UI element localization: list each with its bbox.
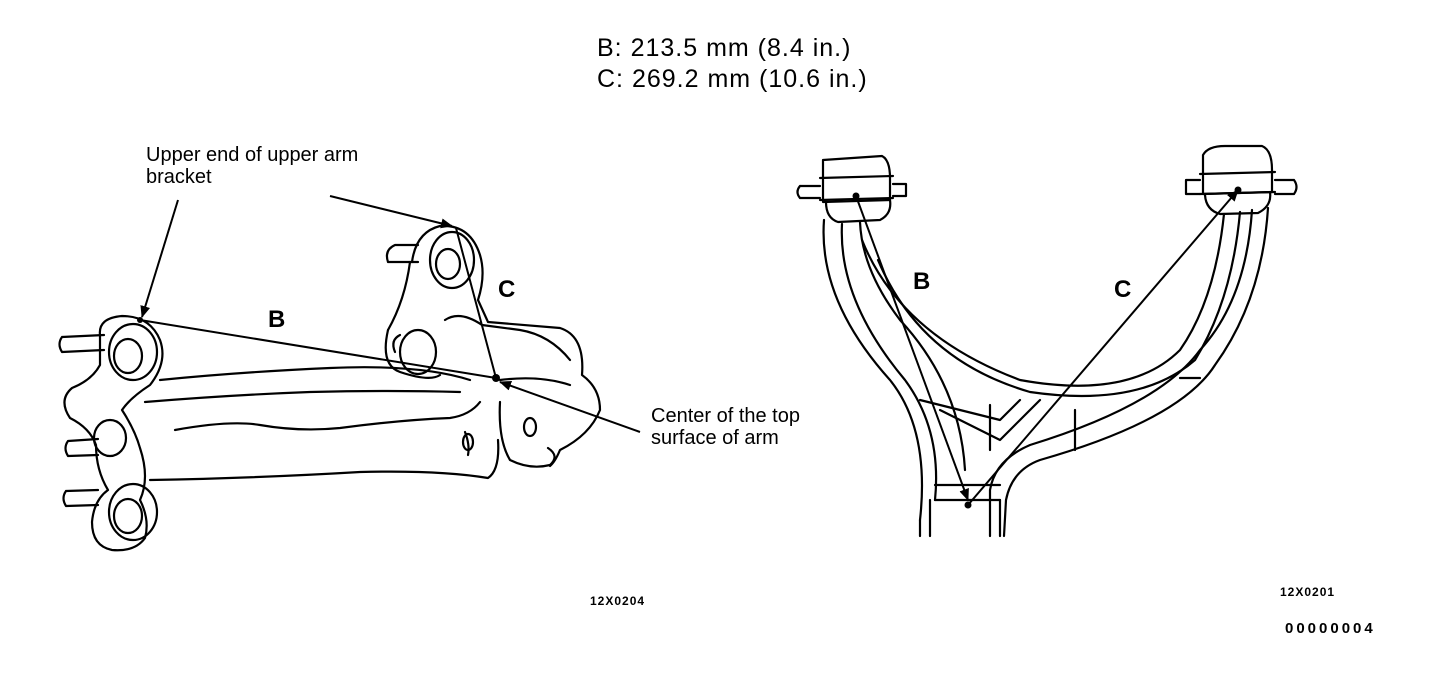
right-figure-code: 12X0201 [1280,585,1336,599]
left-dimension-lines [139,195,641,433]
right-right-pivot-point [1234,186,1242,194]
left-figure-code: 12X0204 [590,594,646,608]
left-label-b: B [268,306,286,333]
left-center-point [492,374,500,382]
left-label-c: C [498,276,516,303]
callout-center-top: Center of the top surface of arm [651,405,800,449]
right-label-b: B [913,268,931,295]
spec-b: B: 213.5 mm (8.4 in.) [597,34,852,62]
document-code: 00000004 [1285,620,1376,637]
left-bracket-point [137,317,143,323]
right-upper-arm-drawing [796,144,1298,538]
spec-c: C: 269.2 mm (10.6 in.) [597,65,868,93]
right-label-c: C [1114,276,1132,303]
right-left-pivot-point [852,192,860,200]
right-dimension-lines [855,189,1239,506]
callout-upper-end: Upper end of upper arm bracket [146,144,359,188]
right-center-point [964,501,972,509]
